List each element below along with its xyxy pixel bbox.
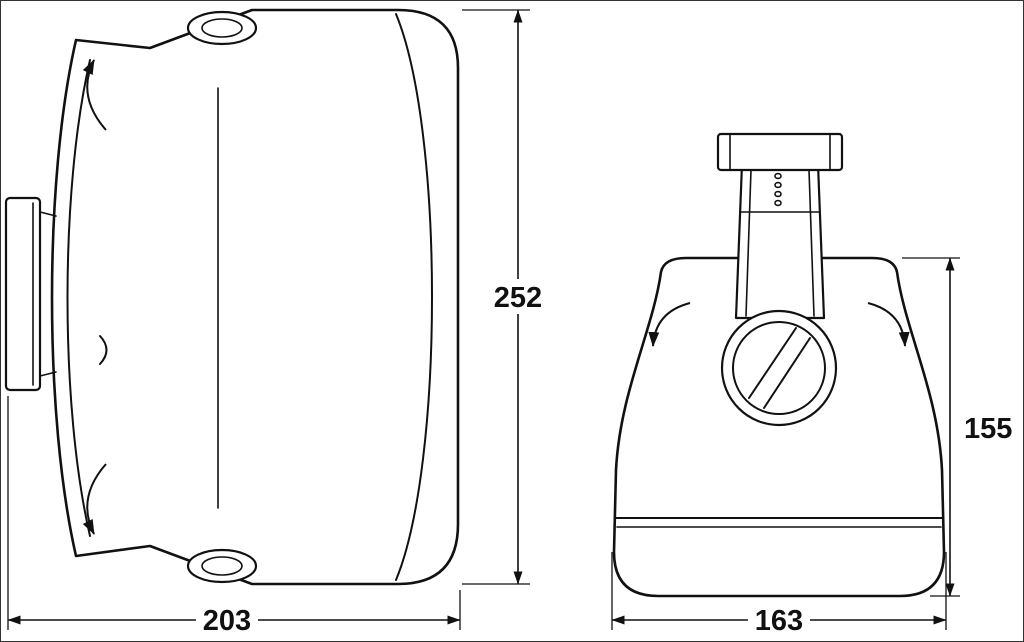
bracket-arm-inner-left <box>745 169 752 317</box>
swivel-knob-inner <box>732 321 826 415</box>
label-background <box>748 603 810 637</box>
top-height-dimension: 155 <box>902 257 1012 597</box>
bracket-knob-bottom-inner <box>201 556 243 576</box>
side-height-dimension: 252 <box>462 9 548 585</box>
tilt-arrow-up-icon <box>82 59 107 131</box>
knob-slot-line-1 <box>748 327 797 399</box>
top-view <box>612 132 946 598</box>
wall-plate-link-bottom <box>39 371 57 377</box>
wall-plate-side <box>4 196 42 392</box>
wall-plate-top <box>716 132 844 172</box>
cabinet-back-bevel <box>395 13 433 581</box>
side-width-label: 203 <box>203 605 251 637</box>
top-width-dimension: 163 <box>611 552 947 637</box>
rotate-arrow-left-icon <box>648 302 691 347</box>
speaker-side-silhouette <box>50 8 460 586</box>
pivot-notch <box>99 335 108 365</box>
side-width-dimension: 203 <box>7 396 461 637</box>
knob-slot-line-2 <box>763 337 811 409</box>
label-background <box>489 279 548 314</box>
side-height-label: 252 <box>494 282 542 314</box>
grille-inner-arc <box>66 59 91 537</box>
bracket-knob-top <box>186 10 258 46</box>
wall-plate-link-top <box>39 211 57 217</box>
tilt-arrow-down-icon <box>82 463 107 535</box>
speaker-top-silhouette <box>612 256 946 598</box>
top-width-label: 163 <box>755 605 803 637</box>
bracket-knob-bottom <box>186 548 258 584</box>
top-height-label: 155 <box>964 413 1012 445</box>
label-background <box>196 603 258 637</box>
swivel-knob-outer <box>720 309 838 427</box>
bracket-arm-inner-right <box>808 169 815 317</box>
rotate-arrow-right-icon <box>867 302 910 347</box>
arm-adjustment-holes <box>774 172 782 207</box>
side-view <box>4 8 460 586</box>
bracket-knob-top-inner <box>201 18 243 38</box>
